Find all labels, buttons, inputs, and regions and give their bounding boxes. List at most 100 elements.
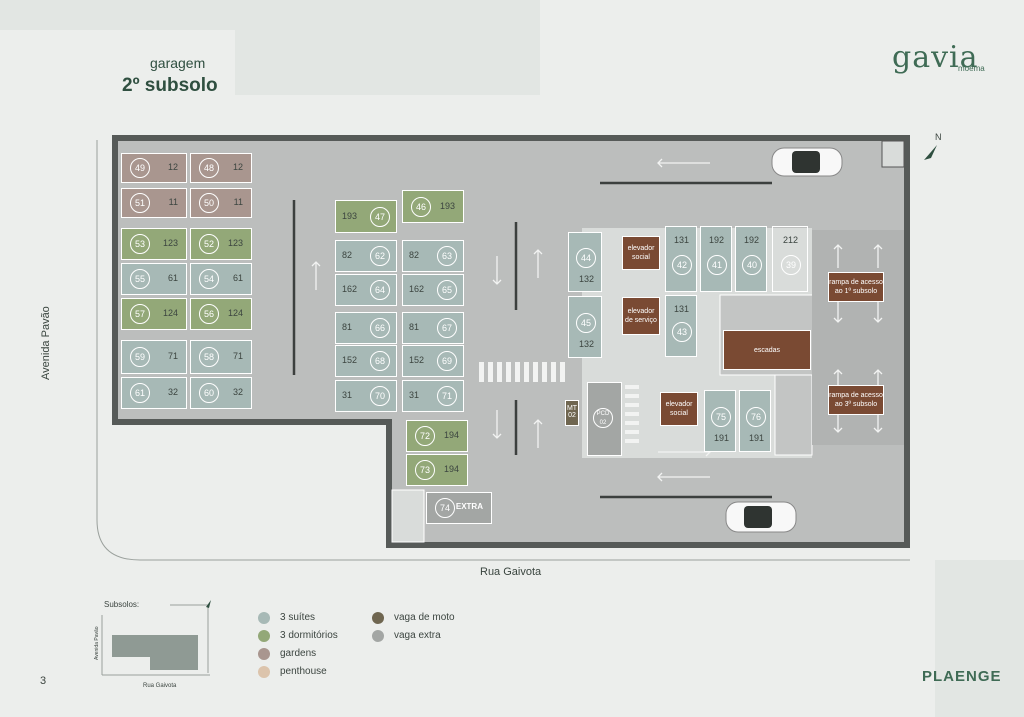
spot-area: 124 [162, 308, 178, 318]
spot-area: 194 [443, 464, 459, 474]
minimap-left-street: Avenida Pavão [94, 626, 100, 660]
spot-area: 124 [227, 308, 243, 318]
legend-swatch [258, 648, 270, 660]
spot-number: 43 [672, 321, 692, 342]
spot-number: 63 [437, 246, 457, 266]
spot-number: 66 [370, 318, 390, 338]
bg-shape-right [935, 560, 1024, 717]
spot-number: 60 [199, 383, 219, 403]
spot-area: 81 [342, 322, 353, 332]
minimap-title: Subsolos: [104, 600, 140, 609]
spot-number: 62 [370, 246, 390, 266]
minimap [101, 600, 211, 676]
legend-label: 3 dormitórios [280, 630, 338, 641]
spot-area: 131 [674, 304, 690, 314]
parking-spot-48: 48 12 [190, 153, 252, 183]
spot-area: 81 [409, 322, 420, 332]
spot-number: 39 [781, 255, 801, 276]
brand-logo: gavia [892, 40, 979, 75]
spot-area: 61 [232, 273, 243, 283]
spot-area: 194 [443, 430, 459, 440]
parking-spot-73: 73 194 [406, 454, 468, 486]
spot-number: 65 [437, 280, 457, 300]
elevador-social-1: elevador social [622, 236, 660, 270]
spot-number: 61 [130, 383, 150, 403]
parking-spot-56: 56 124 [190, 298, 252, 330]
spot-area: 132 [579, 273, 595, 284]
spot-area: 123 [227, 238, 243, 248]
spot-area: 12 [232, 162, 243, 172]
company-logo: PLAENGE [922, 668, 1002, 685]
parking-spot-66: 66 81 [335, 312, 397, 344]
minimap-bottom-street: Rua Gaivota [143, 683, 177, 689]
spot-number: 41 [707, 255, 727, 276]
spot-area: 32 [232, 387, 243, 397]
parking-spot-76: 76 191 [739, 390, 771, 452]
legend-label: vaga de moto [394, 612, 455, 623]
spot-number: 58 [199, 347, 219, 367]
legend-swatch [258, 612, 270, 624]
spot-area: 152 [409, 355, 425, 365]
spot-number: 56 [199, 304, 219, 324]
spot-number: 42 [672, 255, 692, 276]
spot-area: EXTRA [455, 502, 483, 511]
spot-number: 59 [130, 347, 150, 367]
spot-number: 74 [435, 498, 455, 518]
parking-spot-55: 55 61 [121, 263, 187, 295]
spot-number: 40 [742, 255, 762, 276]
parking-spot-60: 60 32 [190, 377, 252, 409]
legend-swatch [372, 630, 384, 642]
page-number: 3 [40, 675, 47, 687]
compass-label: N [935, 132, 942, 142]
spot-number: 50 [199, 193, 219, 213]
spot-number: 72 [415, 426, 435, 446]
parking-spot-72: 72 194 [406, 420, 468, 452]
spot-number: 76 [746, 406, 766, 427]
legend-swatch [258, 666, 270, 678]
spot-area: 82 [409, 250, 420, 260]
spot-area: 61 [167, 273, 178, 283]
spot-area: 31 [409, 390, 420, 400]
spot-area: 162 [342, 284, 358, 294]
parking-spot-41: 41 192 [700, 226, 732, 292]
parking-spot-62: 62 82 [335, 240, 397, 272]
spot-number: 52 [199, 234, 219, 254]
spot-area: 162 [409, 284, 425, 294]
spot-number: 64 [370, 280, 390, 300]
spot-number: 73 [415, 460, 435, 480]
spot-area: 12 [167, 162, 178, 172]
spot-number: 45 [576, 312, 596, 333]
spot-number: 49 [130, 158, 150, 178]
parking-spot-63: 63 82 [402, 240, 464, 272]
spot-number: 51 [130, 193, 150, 213]
rampa-1-subsolo: rampa de acesso ao 1º subsolo [828, 272, 884, 302]
legend-swatch [258, 630, 270, 642]
spot-number: 48 [199, 158, 219, 178]
legend-label: gardens [280, 648, 317, 659]
parking-spot-49: 49 12 [121, 153, 187, 183]
rampa-3-subsolo: rampa de acesso ao 3º subsolo [828, 385, 884, 415]
spot-number: 68 [370, 351, 390, 371]
spot-area: 191 [749, 433, 765, 444]
spot-area: 31 [342, 390, 353, 400]
spot-area: 71 [232, 351, 243, 361]
spot-area: 192 [709, 235, 725, 245]
spot-number: 55 [130, 269, 150, 289]
spot-area: 82 [342, 250, 353, 260]
spot-number: 71 [437, 386, 457, 406]
spot-area: 192 [744, 235, 760, 245]
